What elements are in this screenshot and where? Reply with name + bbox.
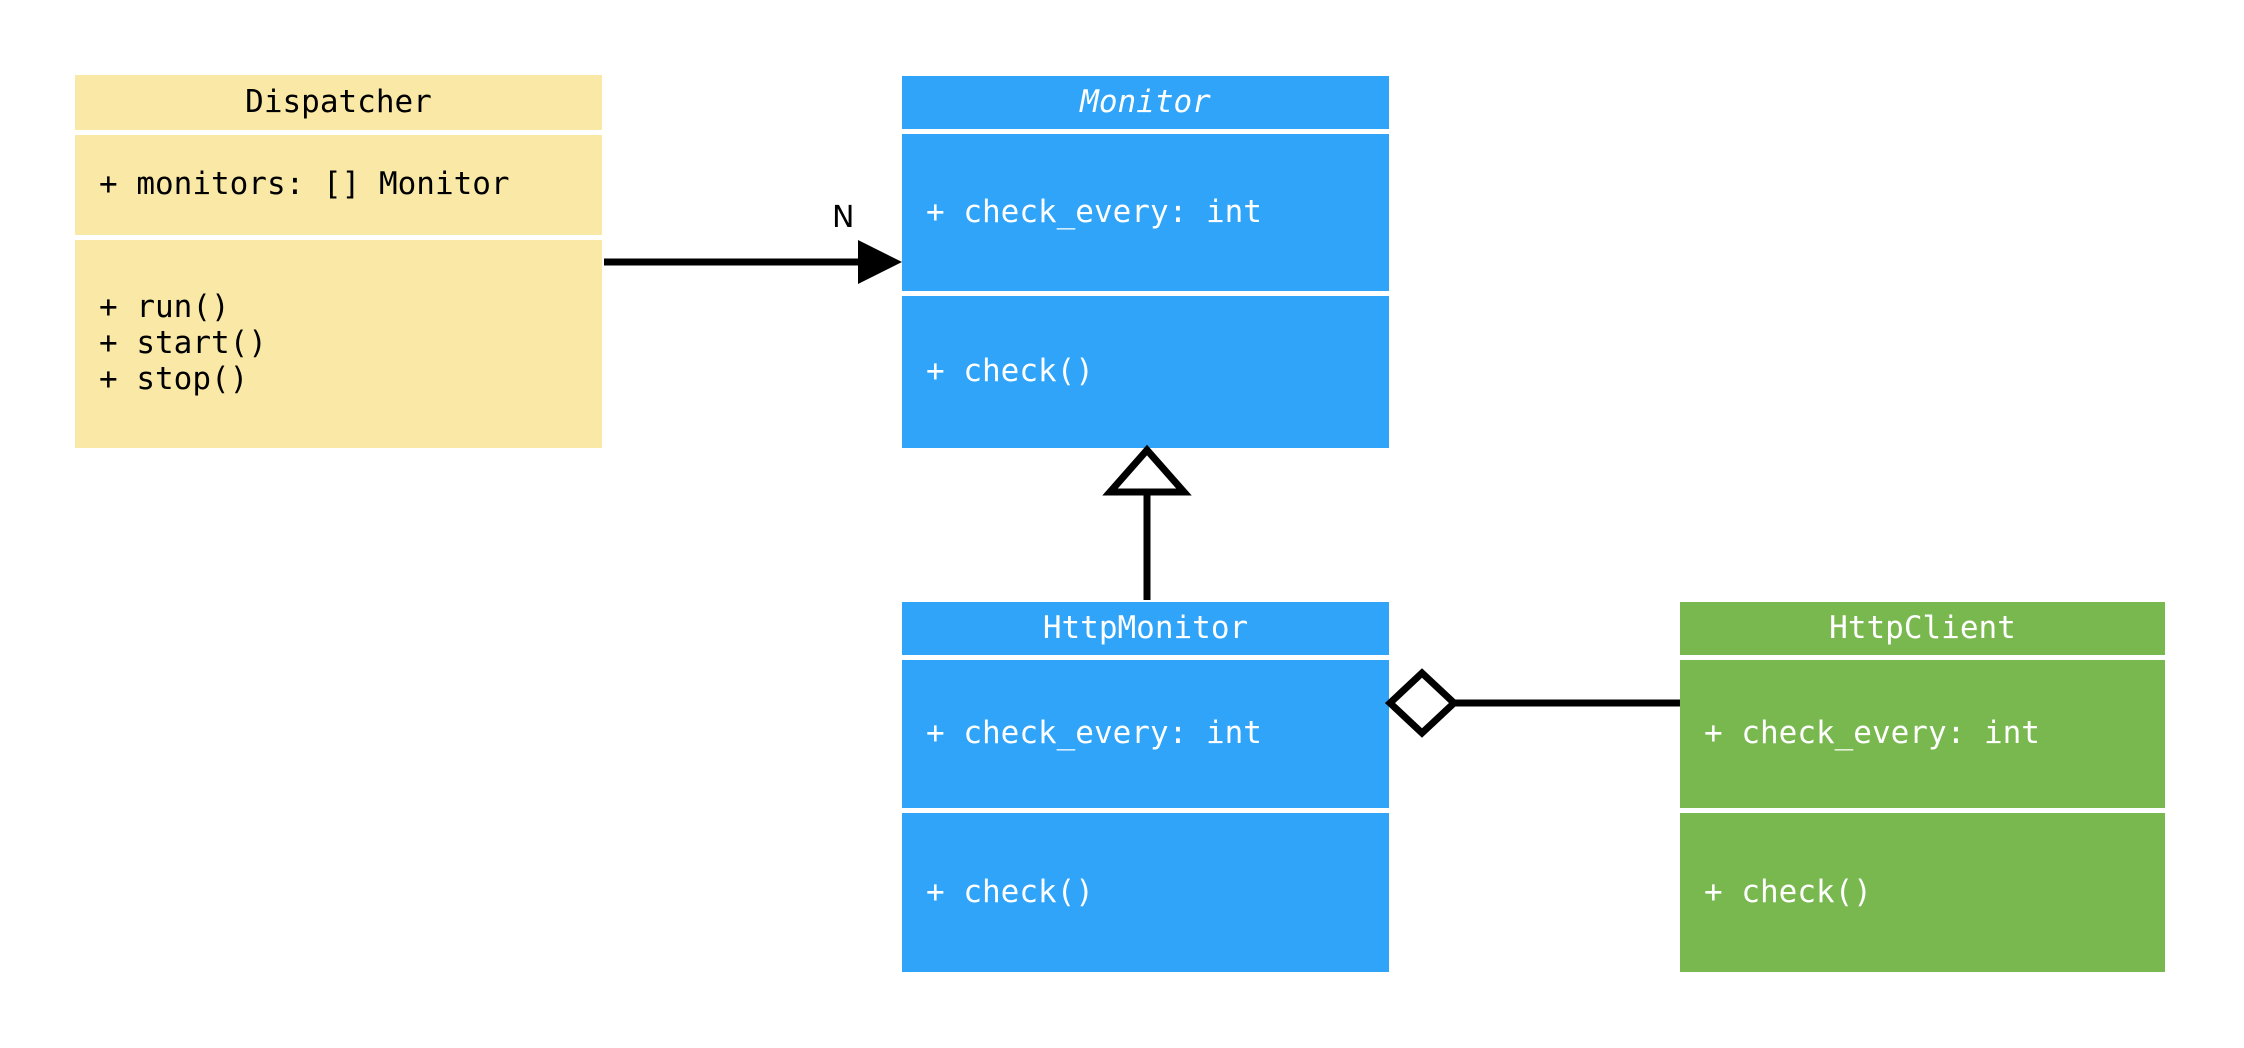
class-method: + run() bbox=[99, 289, 230, 326]
class-name-http-client: HttpClient bbox=[1829, 609, 2016, 646]
class-box-http-client[interactable]: HttpClient + check_every: int + check() bbox=[1680, 602, 2165, 972]
class-attributes-section-http-monitor: + check_every: int bbox=[902, 660, 1389, 808]
class-attribute: + check_every: int bbox=[926, 193, 1262, 230]
class-methods-section-dispatcher: + run() + start() + stop() bbox=[75, 240, 602, 448]
class-attribute: + check_every: int bbox=[926, 715, 1262, 752]
class-method: + check() bbox=[926, 353, 1094, 390]
class-box-dispatcher[interactable]: Dispatcher + monitors: [] Monitor + run(… bbox=[75, 75, 602, 448]
class-title-section-http-monitor: HttpMonitor bbox=[902, 602, 1389, 655]
generalization-triangle-icon bbox=[1102, 444, 1192, 496]
class-name-monitor: Monitor bbox=[1080, 83, 1211, 120]
class-name-dispatcher: Dispatcher bbox=[245, 83, 432, 120]
class-methods-section-monitor: + check() bbox=[902, 296, 1389, 448]
generalization-httpmonitor-to-monitor bbox=[1102, 444, 1192, 600]
class-attribute: + monitors: [] Monitor bbox=[99, 166, 510, 203]
class-box-monitor[interactable]: Monitor + check_every: int + check() bbox=[902, 76, 1389, 448]
class-methods-section-http-client: + check() bbox=[1680, 813, 2165, 972]
class-attribute: + check_every: int bbox=[1704, 715, 2040, 752]
class-attributes-section-http-client: + check_every: int bbox=[1680, 660, 2165, 808]
class-box-http-monitor[interactable]: HttpMonitor + check_every: int + check() bbox=[902, 602, 1389, 972]
class-method: + stop() bbox=[99, 360, 249, 397]
class-attributes-section-dispatcher: + monitors: [] Monitor bbox=[75, 135, 602, 235]
association-dispatcher-to-monitor bbox=[604, 240, 902, 284]
class-method: + check() bbox=[926, 873, 1094, 910]
class-title-section-dispatcher: Dispatcher bbox=[75, 75, 602, 130]
association-multiplicity-label: N bbox=[832, 200, 855, 235]
class-method: + check() bbox=[1704, 873, 1872, 910]
aggregation-httpmonitor-to-httpclient bbox=[1384, 668, 1680, 738]
class-attributes-section-monitor: + check_every: int bbox=[902, 134, 1389, 291]
association-arrowhead-icon bbox=[858, 240, 902, 284]
aggregation-diamond-icon bbox=[1384, 668, 1460, 738]
class-title-section-monitor: Monitor bbox=[902, 76, 1389, 129]
class-title-section-http-client: HttpClient bbox=[1680, 602, 2165, 655]
class-methods-section-http-monitor: + check() bbox=[902, 813, 1389, 972]
class-name-http-monitor: HttpMonitor bbox=[1042, 609, 1249, 646]
class-method: + start() bbox=[99, 325, 267, 362]
